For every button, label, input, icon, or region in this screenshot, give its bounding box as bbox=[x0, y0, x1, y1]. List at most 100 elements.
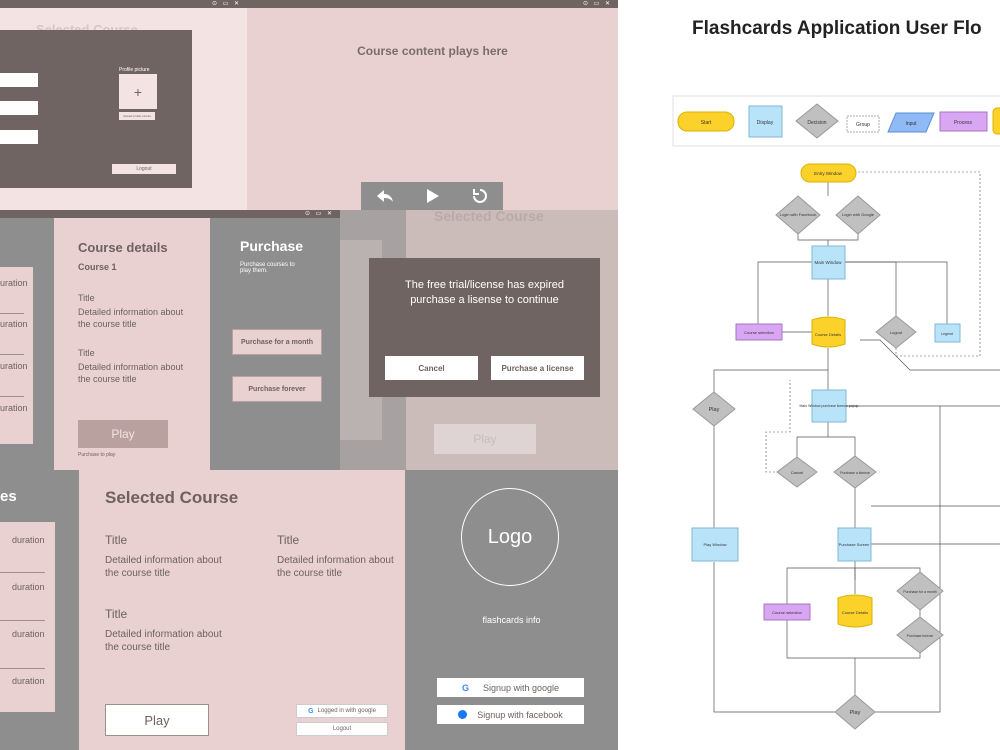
node-play-2 bbox=[834, 694, 876, 730]
purchase-panel: Purchase Purchase courses to play them. … bbox=[210, 218, 340, 470]
node-course-details bbox=[811, 316, 846, 348]
list-item[interactable]: uration bbox=[0, 278, 28, 288]
legend-decision bbox=[795, 103, 839, 139]
legend-process-label: Process bbox=[954, 120, 973, 126]
replay-icon[interactable] bbox=[471, 187, 489, 205]
node-course-selection-2 bbox=[763, 603, 811, 621]
node-play-window bbox=[691, 527, 739, 562]
legend-input-label: Input bbox=[905, 121, 917, 127]
window-controls[interactable]: ⊙ ▭ ✕ bbox=[211, 1, 241, 7]
bg-play-button: Play bbox=[434, 424, 536, 454]
item-title: Title bbox=[277, 533, 300, 547]
cancel-button[interactable]: Cancel bbox=[385, 356, 478, 380]
course-details-title: Course details bbox=[78, 240, 168, 255]
flowchart-title: Flashcards Application User Flo bbox=[692, 18, 982, 39]
course-name: Course 1 bbox=[78, 262, 117, 272]
legend-start-label: Start bbox=[701, 120, 712, 126]
node-purchase-month-label: Purchase for a month bbox=[903, 590, 937, 594]
node-legend-purple bbox=[934, 323, 961, 343]
profile-picture-label: Profile picture bbox=[119, 67, 150, 73]
legend-input bbox=[887, 112, 935, 133]
logged-google-badge: G Logged in with google bbox=[296, 704, 388, 718]
legend-process bbox=[939, 111, 988, 132]
node-login-facebook bbox=[775, 195, 821, 235]
play-icon[interactable] bbox=[426, 188, 440, 204]
password-field[interactable] bbox=[0, 130, 38, 144]
logout-button[interactable]: Logout bbox=[112, 164, 176, 174]
window-titlebar bbox=[247, 0, 618, 8]
course-list: uration uration uration uration bbox=[0, 267, 33, 444]
node-purchase-screen-label: Purchase Screen bbox=[839, 542, 870, 547]
list-item[interactable]: duration bbox=[12, 629, 45, 639]
purchase-forever-button[interactable]: Purchase forever bbox=[232, 376, 322, 402]
legend-display-label: Display bbox=[757, 120, 774, 126]
profile-window: ⊙ ▭ ✕ Selected Course Profile picture + … bbox=[0, 0, 247, 210]
expired-window: Selected Course Play The free trial/lice… bbox=[340, 208, 618, 470]
signup-facebook-label: Signup with facebook bbox=[477, 709, 563, 720]
node-purchase-month bbox=[896, 571, 944, 611]
node-main-popup bbox=[811, 389, 847, 423]
logged-google-label: Logged in with google bbox=[317, 708, 376, 714]
node-purchase-license bbox=[833, 455, 877, 489]
purchase-title: Purchase bbox=[240, 238, 304, 254]
purchase-to-play-note: Purchase to play bbox=[78, 452, 116, 458]
node-main-window-label: Main Window bbox=[814, 260, 842, 265]
item-title: Title bbox=[78, 348, 95, 358]
legend-start bbox=[677, 111, 735, 132]
logout-button[interactable]: Logout bbox=[296, 722, 388, 736]
player-window: ⊙ ▭ ✕ Course content plays here bbox=[247, 0, 618, 210]
email-field[interactable] bbox=[0, 101, 38, 115]
content-placeholder: Course content plays here bbox=[357, 44, 508, 58]
node-login-google bbox=[835, 195, 881, 235]
window-controls[interactable]: ⊙ ▭ ✕ bbox=[304, 211, 334, 217]
node-main-popup-label: Main Window purchase licence popup bbox=[800, 404, 859, 408]
node-purchase-forever bbox=[896, 616, 944, 654]
list-item[interactable]: uration bbox=[0, 361, 28, 371]
list-item[interactable]: uration bbox=[0, 319, 28, 329]
list-item[interactable]: duration bbox=[12, 676, 45, 686]
facebook-icon bbox=[458, 710, 468, 719]
profile-picture-box[interactable]: + bbox=[119, 74, 157, 109]
node-login-google-label: Login with Google bbox=[842, 212, 875, 217]
list-item[interactable]: duration bbox=[12, 535, 45, 545]
purchase-license-button[interactable]: Purchase a license bbox=[491, 356, 584, 380]
back-icon[interactable] bbox=[375, 188, 395, 204]
node-course-selection-label: Course selection bbox=[744, 330, 774, 335]
node-purchase-screen bbox=[837, 527, 872, 562]
node-play-2-label: Play bbox=[850, 710, 861, 716]
google-icon: G bbox=[461, 682, 469, 693]
node-course-details-2 bbox=[837, 594, 873, 628]
purchase-month-button[interactable]: Purchase for a month bbox=[232, 329, 322, 355]
play-button[interactable]: Play bbox=[78, 420, 168, 448]
node-course-details-label: Course Details bbox=[815, 332, 841, 337]
selected-window: es duration duration duration duration S… bbox=[0, 470, 405, 750]
dashed-connectors bbox=[765, 171, 981, 473]
item-desc: Detailed information about the course ti… bbox=[277, 555, 394, 579]
node-purchase-license-label: Purchase a license bbox=[840, 471, 870, 475]
window-controls[interactable]: ⊙ ▭ ✕ bbox=[582, 1, 612, 7]
signup-google-button[interactable]: G Signup with google bbox=[437, 678, 584, 697]
list-item[interactable]: uration bbox=[0, 403, 28, 413]
plus-icon: + bbox=[133, 83, 143, 100]
node-cancel-label: Cancel bbox=[791, 470, 804, 475]
node-course-selection bbox=[735, 323, 783, 341]
list-item[interactable]: duration bbox=[12, 582, 45, 592]
node-play-window-label: Play Window bbox=[703, 542, 726, 547]
node-login-facebook-label: Login with Facebook bbox=[780, 212, 817, 217]
signup-facebook-button[interactable]: Signup with facebook bbox=[437, 705, 584, 724]
node-entry-window-label: Entry Window bbox=[814, 171, 843, 176]
course-window: ⊙ ▭ ✕ uration uration uration uration Co… bbox=[0, 210, 340, 470]
item-title: Title bbox=[105, 607, 128, 621]
node-main-window bbox=[811, 245, 846, 280]
name-field[interactable] bbox=[0, 73, 38, 87]
upload-picture-button[interactable]: Upload profile picture bbox=[119, 112, 155, 120]
play-button[interactable]: Play bbox=[105, 704, 209, 736]
item-desc: Detailed information about the course ti… bbox=[78, 362, 184, 384]
login-window: Logo flashcards info G Signup with googl… bbox=[405, 470, 618, 750]
item-title: Title bbox=[105, 533, 128, 547]
connectors bbox=[713, 182, 1000, 713]
node-logout-label: Logout bbox=[890, 330, 903, 335]
node-legend-purple-label: Legend bbox=[941, 332, 953, 336]
node-play-1 bbox=[692, 391, 736, 427]
legend-group bbox=[846, 115, 880, 133]
